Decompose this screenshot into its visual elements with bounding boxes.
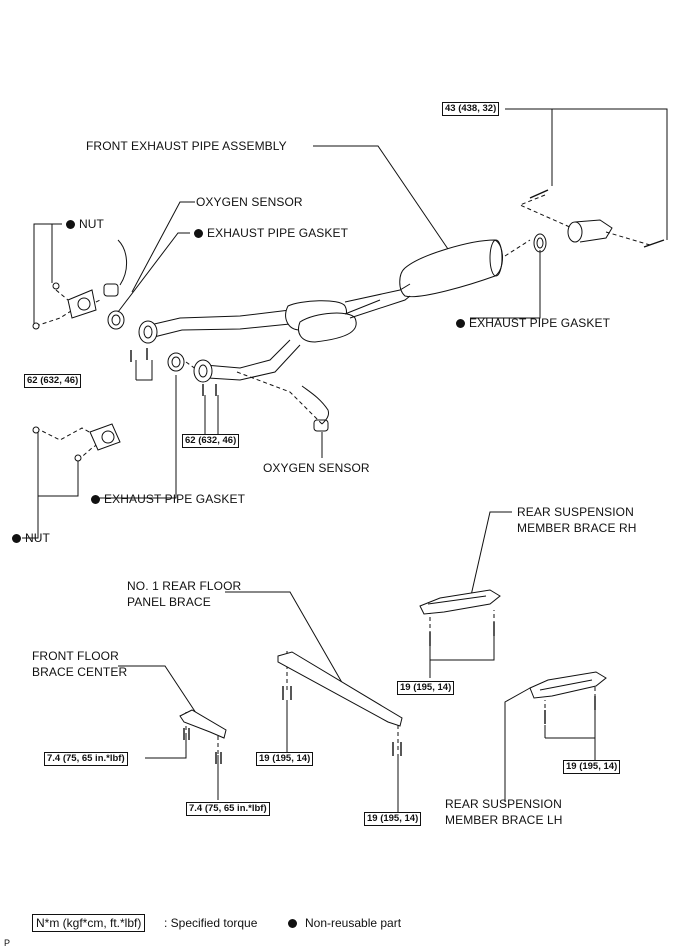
rear-suspension-member-brace-lh-label-line2: MEMBER BRACE LH <box>445 813 563 827</box>
non-reusable-icon <box>91 495 100 504</box>
legend-torque-desc: : Specified torque <box>164 916 258 930</box>
gasket-drawings <box>107 233 547 372</box>
oxygen-sensor-drawings <box>103 239 329 432</box>
oxygen-sensor-label-bottom: OXYGEN SENSOR <box>263 461 370 475</box>
torque-spec-19-rh: 19 (195, 14) <box>397 681 455 695</box>
exhaust-pipe-gasket-label-top: EXHAUST PIPE GASKET <box>194 226 348 240</box>
no1-rear-floor-panel-brace-label-line1: NO. 1 REAR FLOOR <box>127 579 242 593</box>
oxygen-sensor-label-top: OXYGEN SENSOR <box>196 195 303 209</box>
rear-suspension-member-brace-rh-drawing <box>419 589 501 615</box>
non-reusable-icon <box>194 229 203 238</box>
nut-label-top: NUT <box>66 217 104 231</box>
non-reusable-icon <box>12 534 21 543</box>
torque-spec-7-4-upper: 7.4 (75, 65 in.*lbf) <box>44 752 128 766</box>
non-reusable-icon <box>288 919 297 928</box>
legend-nonreusable: Non-reusable part <box>288 916 401 930</box>
exhaust-pipe-gasket-label-bottom: EXHAUST PIPE GASKET <box>91 492 245 506</box>
exhaust-pipe-gasket-text-bottom: EXHAUST PIPE GASKET <box>104 492 246 506</box>
rear-suspension-member-brace-lh-drawing <box>529 671 607 699</box>
torque-spec-43: 43 (438, 32) <box>442 102 500 116</box>
nut-label-bottom: NUT <box>12 531 50 545</box>
bolt-drawings <box>130 189 665 764</box>
non-reusable-icon <box>456 319 465 328</box>
torque-spec-19-panel-left: 19 (195, 14) <box>256 752 314 766</box>
torque-spec-19-lh: 19 (195, 14) <box>563 760 621 774</box>
footer-code: P <box>4 938 11 948</box>
front-floor-brace-center-label-line2: BRACE CENTER <box>32 665 128 679</box>
rear-suspension-member-brace-lh-label-line1: REAR SUSPENSION <box>445 797 562 811</box>
front-floor-brace-center-label-line1: FRONT FLOOR <box>32 649 119 663</box>
rear-suspension-member-brace-rh-label-line2: MEMBER BRACE RH <box>517 521 637 535</box>
legend-torque-unit: N*m (kgf*cm, ft.*lbf) <box>32 914 146 932</box>
legend-nonreusable-text: Non-reusable part <box>305 916 402 930</box>
no1-rear-floor-panel-brace-drawing <box>277 651 403 727</box>
exhaust-pipe-gasket-label-right: EXHAUST PIPE GASKET <box>456 316 610 330</box>
exhaust-pipe-gasket-text-right: EXHAUST PIPE GASKET <box>469 316 611 330</box>
nut-text-bottom: NUT <box>25 531 50 545</box>
torque-spec-62-center: 62 (632, 46) <box>182 434 240 448</box>
torque-spec-19-panel-right: 19 (195, 14) <box>364 812 422 826</box>
rear-suspension-member-brace-rh-label-line1: REAR SUSPENSION <box>517 505 634 519</box>
nut-text-top: NUT <box>79 217 104 231</box>
front-floor-brace-center-drawing <box>179 709 227 739</box>
torque-spec-7-4-lower: 7.4 (75, 65 in.*lbf) <box>186 802 270 816</box>
front-exhaust-pipe-assembly-label: FRONT EXHAUST PIPE ASSEMBLY <box>86 139 287 153</box>
manifold-flange-drawings <box>32 282 121 462</box>
torque-spec-62-left: 62 (632, 46) <box>24 374 82 388</box>
exhaust-pipe-gasket-text-top: EXHAUST PIPE GASKET <box>207 226 349 240</box>
front-exhaust-pipe-assembly-drawing <box>138 219 613 383</box>
non-reusable-icon <box>66 220 75 229</box>
no1-rear-floor-panel-brace-label-line2: PANEL BRACE <box>127 595 211 609</box>
